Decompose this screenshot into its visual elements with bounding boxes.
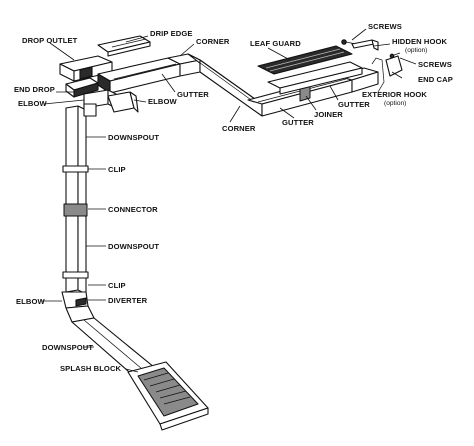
label-clip-top: CLIP: [108, 165, 126, 174]
label-elbow-left: ELBOW: [18, 99, 47, 108]
splash-block-part: [127, 361, 209, 431]
label-drop-outlet: DROP OUTLET: [22, 36, 78, 45]
label-elbow-mid: ELBOW: [148, 97, 177, 106]
label-gutter-bottom: GUTTER: [282, 118, 314, 127]
label-downspout-bottom: DOWNSPOUT: [42, 343, 93, 352]
drip-edge-part: [97, 35, 151, 57]
label-splash-block: SPLASH BLOCK: [60, 364, 122, 373]
label-elbow-bottom: ELBOW: [16, 297, 45, 306]
label-joiner: JOINER: [314, 110, 343, 119]
label-gutter-top: GUTTER: [177, 90, 209, 99]
labels: DROP OUTLET DRIP EDGE CORNER LEAF GUARD …: [14, 22, 453, 373]
leaf-guard-part: [257, 45, 353, 75]
label-connector: CONNECTOR: [108, 205, 158, 214]
label-exterior-hook: EXTERIOR HOOK: [362, 90, 427, 99]
label-end-drop: END DROP: [14, 85, 55, 94]
label-hidden-hook-note: (option): [405, 47, 427, 54]
gutter-upper-right-piece: [267, 61, 363, 95]
connector-part: [63, 203, 88, 217]
label-downspout-top: DOWNSPOUT: [108, 133, 159, 142]
label-hidden-hook: HIDDEN HOOK: [392, 37, 448, 46]
label-screws-top: SCREWS: [368, 22, 402, 31]
label-clip-bottom: CLIP: [108, 281, 126, 290]
clip-lower-part: [62, 271, 89, 279]
label-drip-edge: DRIP EDGE: [150, 29, 193, 38]
elbow-lower-part: [61, 291, 95, 323]
label-end-cap: END CAP: [418, 75, 453, 84]
label-leaf-guard: LEAF GUARD: [250, 39, 301, 48]
label-screws-right: SCREWS: [418, 60, 452, 69]
label-exterior-hook-note: (option): [384, 100, 406, 107]
label-corner-bottom: CORNER: [222, 124, 256, 133]
exterior-hook-part: [371, 57, 385, 93]
downspout-column: [65, 103, 97, 295]
hidden-hook-part: [341, 39, 379, 51]
label-downspout-mid: DOWNSPOUT: [108, 242, 159, 251]
leader-lines: [42, 28, 417, 373]
label-corner-top: CORNER: [196, 37, 230, 46]
label-diverter: DIVERTER: [108, 296, 148, 305]
label-gutter-right: GUTTER: [338, 100, 370, 109]
clip-upper-part: [62, 165, 89, 173]
end-cap-part: [385, 52, 403, 77]
